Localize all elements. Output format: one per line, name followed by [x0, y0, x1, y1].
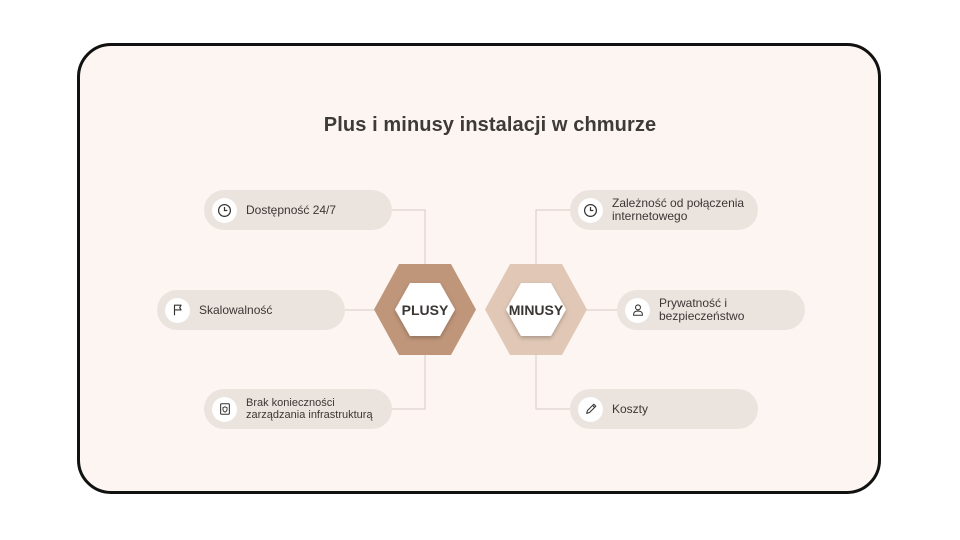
plus-item-label: Dostępność 24/7: [246, 202, 337, 217]
minus-item-label: Zależność od połączenia internetowego: [612, 196, 745, 223]
plus-item-no-infrastructure: Brak konieczności zarządzania infrastruk…: [204, 389, 392, 429]
minus-item-costs: Koszty: [570, 389, 758, 429]
plus-item-availability: Dostępność 24/7: [204, 190, 392, 230]
plus-item-label: Brak konieczności zarządzania infrastruk…: [246, 397, 373, 421]
flag-icon: [165, 297, 190, 323]
clock-icon: [212, 197, 237, 223]
pencil-icon: [578, 396, 603, 422]
connector-plus-top: [392, 209, 426, 268]
plus-item-scalability: Skalowalność: [157, 290, 345, 330]
clock-icon: [578, 197, 603, 223]
user-icon: [625, 297, 650, 323]
minusy-hexagon-inner: [506, 283, 566, 336]
plusy-label: PLUSY: [401, 301, 449, 318]
minusy-label: MINUSY: [508, 301, 564, 318]
plusy-hexagon: PLUSY: [373, 263, 477, 356]
minus-item-label: Koszty: [612, 401, 649, 416]
plusy-hexagon-inner: [395, 283, 455, 336]
shield-document-icon: [212, 396, 237, 422]
connector-plus-bottom: [392, 352, 426, 410]
plus-item-label: Skalowalność: [199, 302, 273, 317]
minus-item-privacy: Prywatność i bezpieczeństwo: [617, 290, 805, 330]
page-title: Plus i minusy instalacji w chmurze: [323, 114, 657, 136]
connector-minus-bottom: [535, 352, 570, 410]
minus-item-label: Prywatność i bezpieczeństwo: [659, 296, 745, 323]
minus-item-internet-dependency: Zależność od połączenia internetowego: [570, 190, 758, 230]
minusy-hexagon: MINUSY: [484, 263, 588, 356]
connector-minus-top: [535, 209, 570, 268]
